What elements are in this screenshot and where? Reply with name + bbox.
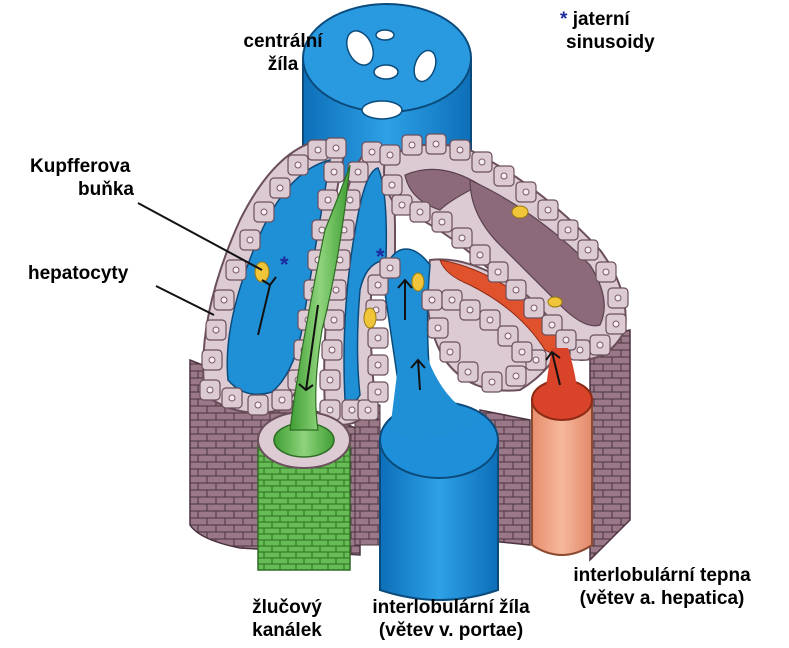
hepatocyte-nucleus: [433, 141, 439, 147]
hepatocyte-nucleus: [513, 373, 519, 379]
hepatocyte-nucleus: [531, 305, 537, 311]
hepatocyte-nucleus: [279, 397, 285, 403]
hepatocyte-nucleus: [337, 257, 343, 263]
hepatocyte-nucleus: [585, 247, 591, 253]
hepatocyte-nucleus: [229, 395, 235, 401]
hepatocyte-nucleus: [375, 282, 381, 288]
hepatocyte-leader-line: [156, 286, 214, 315]
hepatocyte-nucleus: [355, 169, 361, 175]
hepatocyte-nucleus: [545, 207, 551, 213]
hepatocyte-nucleus: [563, 337, 569, 343]
hepatocyte-nucleus: [495, 269, 501, 275]
interlobular-artery-label: interlobulární tepna (větev a. hepatica): [548, 564, 776, 610]
hepatocyte-nucleus: [457, 147, 463, 153]
interlobular-artery: [532, 348, 592, 555]
hepatocyte-nucleus: [333, 287, 339, 293]
hepatocyte-nucleus: [449, 297, 455, 303]
hepatocytes-label: hepatocyty: [28, 262, 128, 285]
interlobular-artery-label-line1: interlobulární tepna: [548, 564, 776, 587]
sinusoid-asterisk-marker: *: [560, 9, 567, 30]
sinusoid-asterisk-marker: *: [376, 244, 385, 269]
hepatocyte-nucleus: [331, 169, 337, 175]
bile-duct-label: žlučový kanálek: [232, 596, 342, 642]
hepatocyte-nucleus: [233, 267, 239, 273]
hepatocyte-nucleus: [277, 185, 283, 191]
hepatocyte-nucleus: [387, 265, 393, 271]
hepatocyte-nucleus: [399, 202, 405, 208]
kupffer-cell-label: Kupfferova buňka: [30, 155, 134, 201]
hepatocyte-nucleus: [549, 322, 555, 328]
hepatocyte-nucleus: [375, 389, 381, 395]
interlobular-vein-label-line2: (větev v. portae): [345, 619, 557, 642]
hepatocyte-nucleus: [505, 333, 511, 339]
hepatocyte-nucleus: [333, 145, 339, 151]
hepatocyte-nucleus: [477, 252, 483, 258]
hepatocyte-nucleus: [615, 295, 621, 301]
hepatocyte-nucleus: [533, 357, 539, 363]
hepatocyte-nucleus: [261, 209, 267, 215]
interlobular-vein-label-line1: interlobulární žíla: [345, 596, 557, 619]
hepatocyte-nucleus: [465, 369, 471, 375]
hepatocyte-nucleus: [429, 297, 435, 303]
hepatocyte-nucleus: [467, 307, 473, 313]
hepatocyte-nucleus: [327, 407, 333, 413]
hepatocyte-nucleus: [209, 357, 215, 363]
hepatocyte-nucleus: [479, 159, 485, 165]
hepatocyte-nucleus: [565, 227, 571, 233]
central-vein-label: centrální žíla: [228, 30, 338, 76]
hepatocyte-nucleus: [331, 317, 337, 323]
kupffer-cell-label-line2: buňka: [30, 178, 134, 201]
hepatocyte-nucleus: [389, 182, 395, 188]
hepatocyte-nucleus: [501, 173, 507, 179]
hepatocyte-nucleus: [365, 407, 371, 413]
hepatocyte-nucleus: [221, 297, 227, 303]
hepatocyte-nucleus: [325, 197, 331, 203]
sinusoids-label-line1: * jaterní: [560, 8, 655, 31]
sinusoids-label-line2: sinusoidy: [560, 31, 655, 54]
hepatocyte-nucleus: [603, 269, 609, 275]
hepatocyte-nucleus: [295, 162, 301, 168]
hepatocyte-nucleus: [459, 235, 465, 241]
hepatocyte-nucleus: [513, 287, 519, 293]
central-vein-label-line2: žíla: [228, 53, 338, 76]
interlobular-vein-label: interlobulární žíla (větev v. portae): [345, 596, 557, 642]
hepatocyte-nucleus: [523, 189, 529, 195]
hepatocyte-nucleus: [347, 197, 353, 203]
hepatocyte-nucleus: [327, 377, 333, 383]
hepatocyte-nucleus: [329, 347, 335, 353]
hepatocyte-nucleus: [435, 325, 441, 331]
hepatocyte-nucleus: [315, 147, 321, 153]
hepatocyte-nucleus: [613, 321, 619, 327]
kupffer-cell-label-line1: Kupfferova: [30, 155, 134, 178]
bile-duct-label-line1: žlučový: [232, 596, 342, 619]
hepatocyte-nucleus: [369, 149, 375, 155]
hepatocyte-nucleus: [375, 362, 381, 368]
hepatocyte-nucleus: [489, 379, 495, 385]
sinusoids-label: * jaterní sinusoidy: [560, 8, 655, 54]
hepatocyte-nucleus: [519, 349, 525, 355]
hepatocyte-nucleus: [387, 152, 393, 158]
central-vein-label-line1: centrální: [228, 30, 338, 53]
hepatocyte-nucleus: [255, 402, 261, 408]
hepatocyte-nucleus: [487, 317, 493, 323]
hepatocyte-nucleus: [247, 237, 253, 243]
hepatocyte-nucleus: [375, 335, 381, 341]
hepatocytes-label-text: hepatocyty: [28, 262, 128, 285]
sinusoid-asterisk-marker: *: [280, 252, 289, 277]
hepatocyte-nucleus: [447, 349, 453, 355]
hepatocyte-nucleus: [439, 219, 445, 225]
sinusoids-label-text: jaterní: [573, 9, 630, 30]
hepatocyte-nucleus: [577, 347, 583, 353]
hepatocyte-nucleus: [213, 327, 219, 333]
hepatocyte-nucleus: [349, 407, 355, 413]
hepatocyte-nucleus: [597, 342, 603, 348]
bile-duct-label-line2: kanálek: [232, 619, 342, 642]
hepatocyte-nucleus: [207, 387, 213, 393]
hepatocyte-nucleus: [409, 142, 415, 148]
hepatocyte-nucleus: [417, 209, 423, 215]
interlobular-artery-label-line2: (větev a. hepatica): [548, 587, 776, 610]
